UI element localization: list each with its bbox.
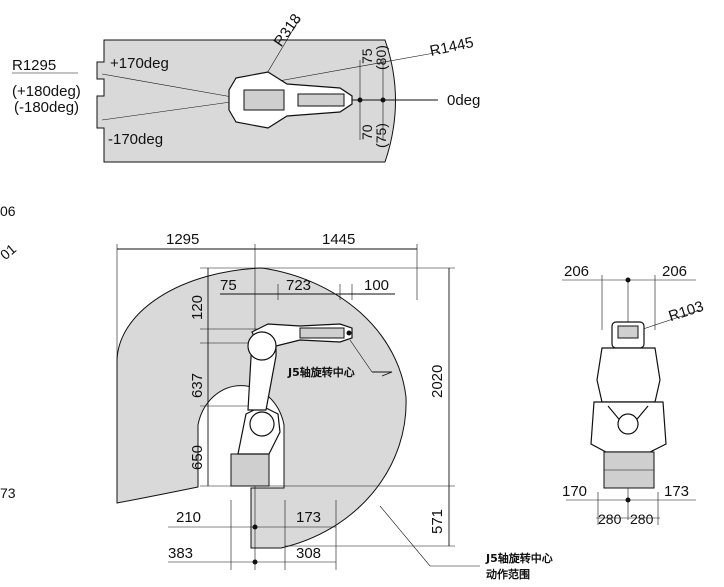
top-dim-75: 75 [359, 48, 375, 64]
side-height-571: 571 [429, 509, 446, 534]
top-dim-80: (80) [373, 45, 389, 70]
top-angle-minus: -170deg [108, 131, 163, 148]
side-height-637: 637 [189, 373, 206, 398]
front-radius: R103 [666, 298, 705, 325]
front-view: 206 206 R103 170 173 280 280 [562, 263, 706, 527]
side-dim-100: 100 [364, 277, 389, 294]
side-width-right: 1445 [322, 231, 355, 248]
side-height-120: 120 [189, 295, 206, 320]
front-base-280-right: 280 [630, 511, 654, 527]
top-view: R1295 (+180deg) (-180deg) +170deg -170de… [12, 11, 480, 163]
side-dim-75: 75 [220, 277, 237, 294]
front-base-173: 173 [664, 483, 689, 500]
front-base-280-left: 280 [598, 511, 622, 527]
side-j5-label: J5轴旋转中心 [287, 365, 355, 379]
top-angle-180-neg: (-180deg) [14, 99, 79, 116]
cut-text-2: 01 [0, 240, 19, 262]
left-cut-fragment: 06 01 73 [0, 203, 19, 501]
front-width-206-right: 206 [662, 263, 687, 280]
side-view-robot [230, 323, 353, 487]
side-height-2020: 2020 [429, 365, 446, 398]
range-label-line2: 动作范围 [486, 567, 530, 581]
front-view-robot [590, 321, 667, 489]
range-label-line1: J5轴旋转中心 [485, 551, 553, 565]
side-base-383: 383 [168, 545, 193, 562]
top-angle-zero: 0deg [447, 92, 480, 109]
top-radius-inner: R1295 [12, 57, 56, 74]
top-angle-plus: +170deg [110, 55, 169, 72]
front-width-206-left: 206 [564, 263, 589, 280]
top-view-robot [228, 71, 353, 129]
top-dim-75p: (75) [373, 123, 389, 148]
front-base-170: 170 [562, 483, 587, 500]
top-dim-70: 70 [359, 124, 375, 140]
side-height-650: 650 [189, 445, 206, 470]
side-base-173: 173 [296, 509, 321, 526]
cut-text-1: 06 [0, 203, 16, 219]
side-base-308: 308 [296, 545, 321, 562]
cut-text-3: 73 [0, 485, 16, 501]
side-view: 1295 1445 75 723 100 120 637 650 2020 57… [116, 231, 553, 581]
side-width-left: 1295 [166, 231, 199, 248]
top-radius-outer: R1445 [428, 34, 475, 60]
side-base-210: 210 [176, 509, 201, 526]
top-angle-180-pos: (+180deg) [12, 83, 81, 100]
side-dim-723: 723 [286, 277, 311, 294]
